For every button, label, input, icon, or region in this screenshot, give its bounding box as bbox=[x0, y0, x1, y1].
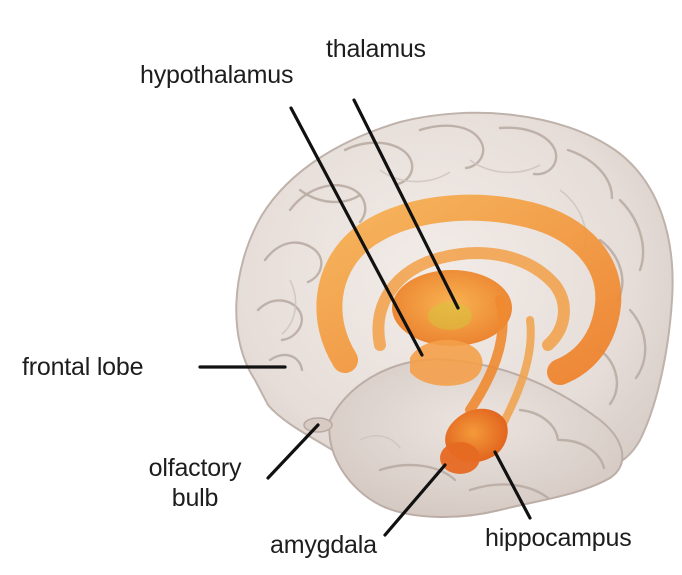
olfactory-bulb-label: olfactory bulb bbox=[135, 453, 255, 513]
thalamus-label: thalamus bbox=[326, 34, 426, 64]
olfactory-bulb-label-line2: bulb bbox=[135, 483, 255, 513]
hippocampus-label: hippocampus bbox=[485, 523, 632, 553]
amygdala-label: amygdala bbox=[270, 530, 377, 560]
hypothalamus-label: hypothalamus bbox=[140, 60, 293, 90]
olfactory-bulb-label-line1: olfactory bbox=[135, 453, 255, 483]
olfactory-bulb-leader-line bbox=[268, 425, 318, 478]
amygdala-structure bbox=[440, 442, 480, 474]
frontal-lobe-label: frontal lobe bbox=[22, 352, 143, 382]
